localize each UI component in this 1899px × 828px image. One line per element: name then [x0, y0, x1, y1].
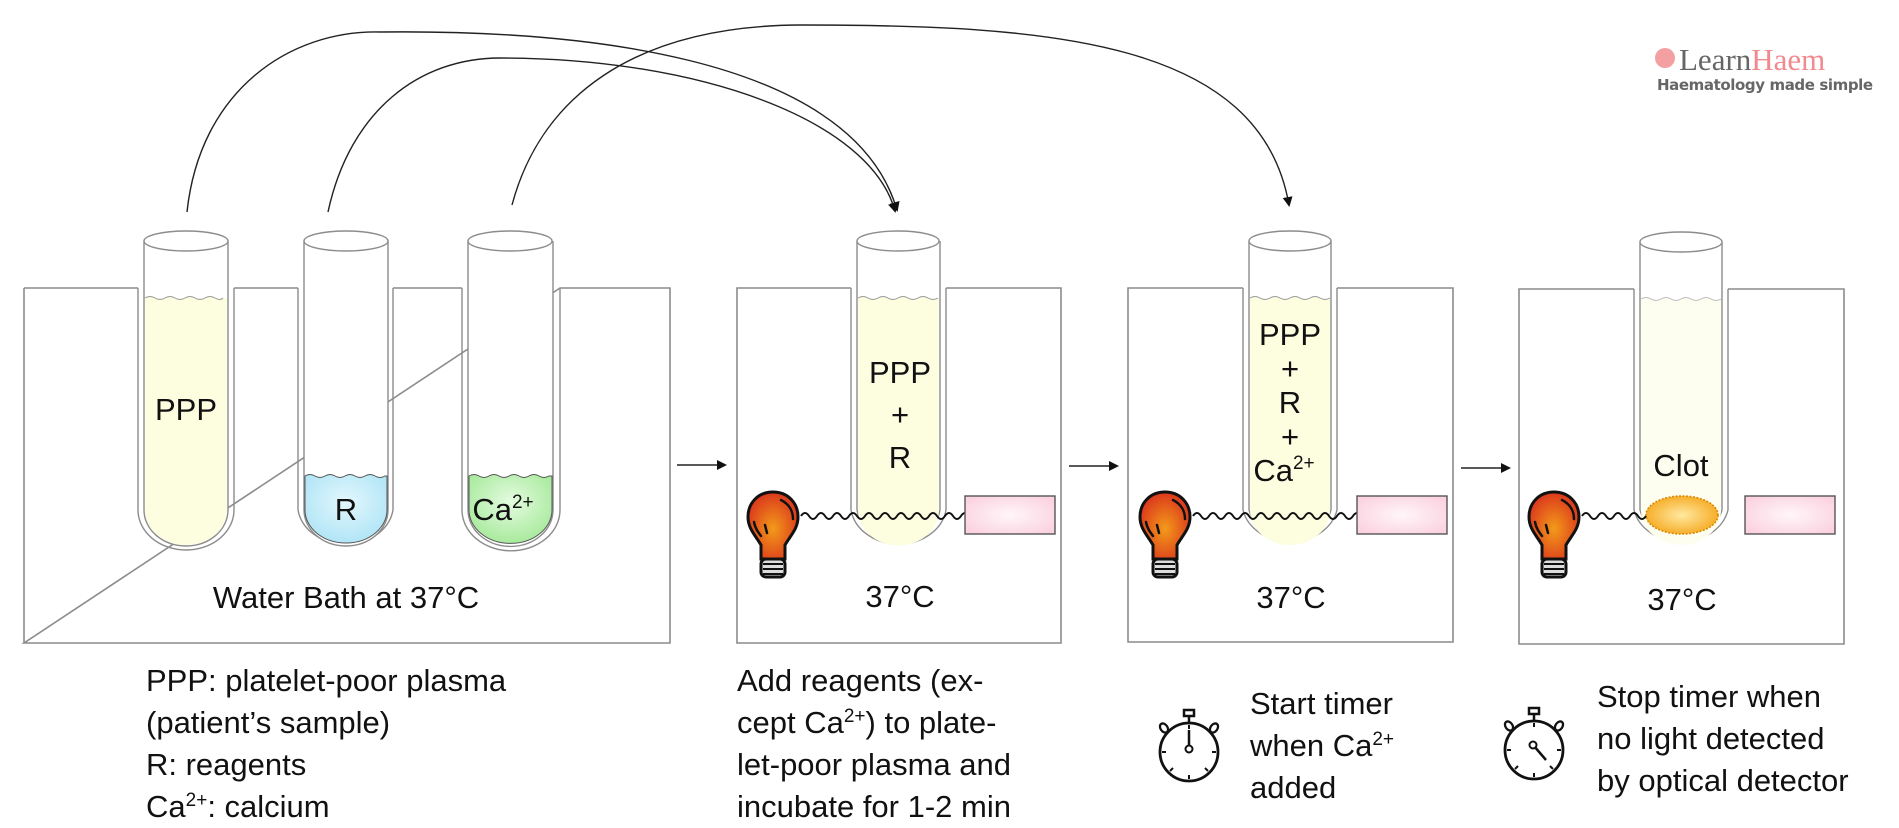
tube-reagent: R	[297, 230, 394, 547]
arrow-calcium-to-stage3	[511, 24, 1293, 207]
optical-detector	[1744, 495, 1836, 535]
light-bulb-icon	[746, 490, 800, 579]
light-bulb-icon	[1138, 490, 1192, 579]
stage2-temp: 37°C	[865, 579, 934, 614]
light-beam	[800, 512, 978, 520]
tube-ppp-reagent: PPP + R	[850, 230, 947, 546]
tube-ppp: PPP	[137, 230, 235, 551]
tube-line-5: Ca2+	[1253, 453, 1314, 488]
tube-line-3: R	[889, 440, 911, 475]
stage4-temp: 37°C	[1647, 582, 1716, 617]
light-bulb-icon	[1527, 490, 1581, 579]
stage1-caption: PPP: platelet-poor plasma (patient’s sam…	[146, 663, 507, 824]
tube-line-2: +	[1281, 351, 1299, 386]
stage1-water-bath: PPP R Ca2+ Water Bath at 37°C	[21, 230, 671, 644]
optical-detector	[964, 495, 1056, 535]
stage2-caption: Add reagents (ex- cept Ca2+) to plate- l…	[737, 663, 1011, 824]
tube-clot: Clot	[1633, 231, 1729, 545]
logo-tagline: Haematology made simple	[1657, 76, 1873, 94]
light-beam	[1192, 512, 1370, 520]
logo-dot-icon	[1655, 48, 1675, 68]
logo-brand: LearnHaem	[1655, 44, 1873, 76]
arrow-ppp-to-stage2	[186, 31, 900, 213]
tube-line-1: PPP	[869, 355, 931, 390]
learnhaem-logo: LearnHaem Haematology made simple	[1655, 44, 1873, 94]
tube-calcium: Ca2+	[461, 230, 561, 552]
stage2-incubation: PPP + R 37°C	[736, 230, 1062, 644]
tube-line-4: +	[1281, 419, 1299, 454]
stage4-clot-detected: Clot 37°C	[1518, 231, 1845, 645]
stage3-temp: 37°C	[1256, 580, 1325, 615]
clot-label: Clot	[1653, 448, 1709, 483]
water-bath-label: Water Bath at 37°C	[213, 580, 479, 615]
stage4-caption: Stop timer when no light detected by opt…	[1597, 679, 1849, 798]
stage3-caption: Start timer when Ca2+ added	[1250, 686, 1395, 805]
stage3-add-calcium: PPP + R + Ca2+ 37°C	[1127, 230, 1454, 643]
tube-line-1: PPP	[1259, 317, 1321, 352]
tube-calcium-label: Ca2+	[472, 492, 533, 527]
tube-reagent-label: R	[335, 492, 357, 527]
light-beam	[1581, 512, 1647, 520]
tube-line-3: R	[1279, 385, 1301, 420]
clot	[1645, 495, 1719, 535]
tube-ppp-reagent-calcium: PPP + R + Ca2+	[1242, 230, 1338, 545]
tube-ppp-label: PPP	[155, 392, 217, 427]
optical-detector	[1356, 495, 1448, 535]
arrow-reagent-to-stage2	[327, 57, 898, 213]
tube-line-2: +	[891, 397, 909, 432]
